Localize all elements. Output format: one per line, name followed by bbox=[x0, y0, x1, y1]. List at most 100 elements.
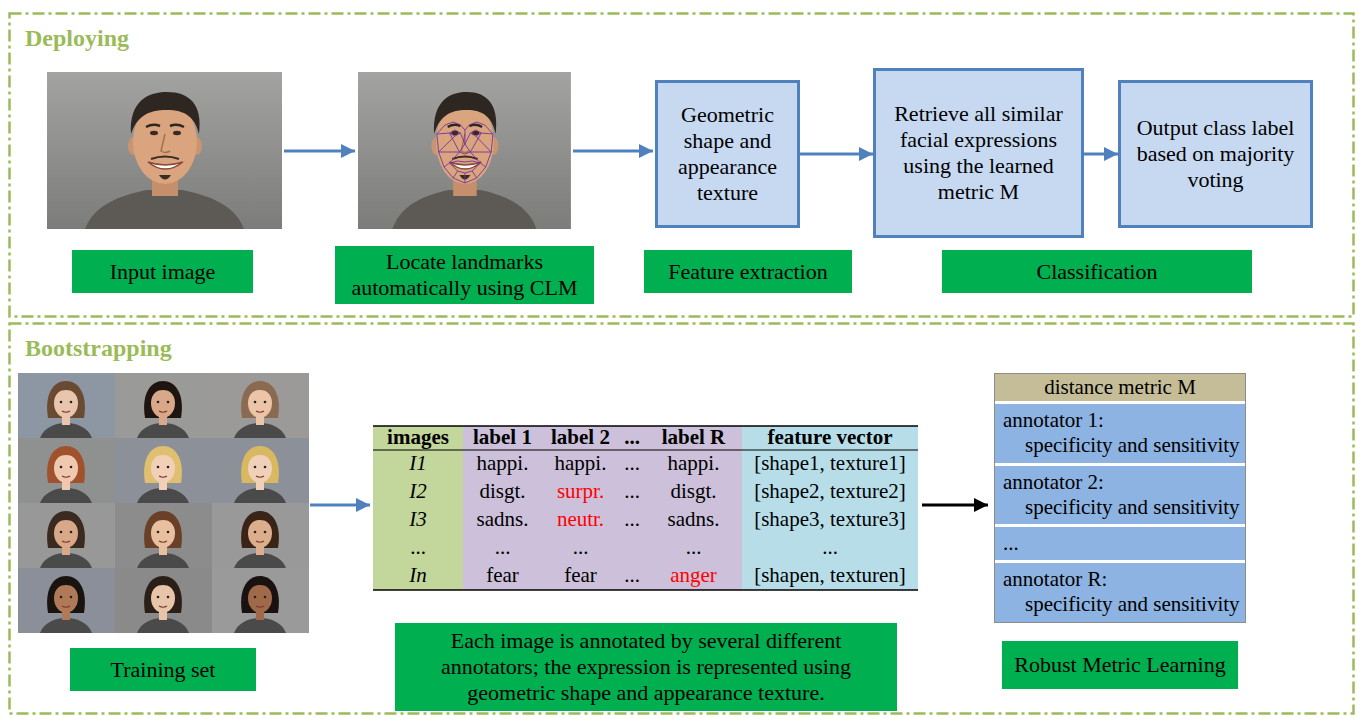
annotator-row: annotator R:specificity and sensitivity bbox=[995, 563, 1245, 621]
training-photo-grid bbox=[18, 373, 309, 633]
node-label: Robust Metric Learning bbox=[1010, 652, 1230, 678]
table-value: fear bbox=[486, 564, 519, 587]
table-value: [shape3, texture3] bbox=[754, 508, 906, 531]
node-body: specificity and sensitivity bbox=[995, 592, 1245, 617]
table-value: ... bbox=[624, 508, 640, 531]
table-cell: disgt. bbox=[645, 478, 742, 506]
table-cell: ... bbox=[742, 534, 918, 562]
face-photo bbox=[40, 381, 92, 438]
table-cell: surpr. bbox=[542, 478, 619, 506]
table-cell: ... bbox=[619, 426, 645, 450]
face-photo bbox=[358, 72, 571, 229]
node-label: Output class label based on majority vot… bbox=[1131, 115, 1300, 193]
flow-arrow bbox=[1084, 153, 1118, 156]
table-cell: ... bbox=[542, 534, 619, 562]
table-cell: label 1 bbox=[463, 426, 542, 450]
table-cell: I2 bbox=[373, 478, 463, 506]
flow-arrow bbox=[922, 504, 988, 507]
table-value: sadns. bbox=[477, 508, 529, 531]
table-cell: anger bbox=[645, 562, 742, 590]
process-box: Retrieve all similar facial expressions … bbox=[873, 68, 1084, 238]
table-value: anger bbox=[670, 564, 717, 587]
face-photo bbox=[137, 381, 189, 438]
table-value: ... bbox=[822, 536, 838, 559]
input-photo bbox=[47, 72, 282, 229]
annotator-row: ... bbox=[995, 527, 1245, 560]
table-value: neutr. bbox=[557, 508, 604, 531]
table-column bbox=[463, 426, 742, 590]
caption-box: Locate landmarks automatically using CLM bbox=[335, 246, 594, 304]
table-cell: label 2 bbox=[542, 426, 619, 450]
table-cell: label R bbox=[645, 426, 742, 450]
table-value: ... bbox=[624, 480, 640, 503]
table-rule bbox=[373, 450, 918, 451]
dash-dot-outline bbox=[10, 14, 1354, 317]
face-photo bbox=[234, 576, 286, 633]
table-value: ... bbox=[686, 536, 702, 559]
table-cell: ... bbox=[619, 478, 645, 506]
table-value: disgt. bbox=[479, 480, 525, 503]
node-label: Retrieve all similar facial expressions … bbox=[886, 101, 1071, 205]
face-photo bbox=[40, 446, 92, 503]
node-label: Each image is annotated by several diffe… bbox=[403, 628, 889, 706]
table-value: ... bbox=[410, 536, 426, 559]
table-cell: [shapen, texturen] bbox=[742, 562, 918, 590]
face-photo bbox=[234, 511, 286, 568]
table-value: [shape2, texture2] bbox=[754, 480, 906, 503]
table-value: I2 bbox=[409, 480, 427, 503]
panel-heading: Deploying bbox=[25, 25, 129, 51]
photo-background bbox=[115, 503, 212, 568]
photo-background bbox=[115, 568, 212, 633]
table-cell: images bbox=[373, 426, 463, 450]
node-label: ... bbox=[995, 531, 1245, 556]
flow-arrow bbox=[284, 150, 355, 153]
flow-arrow bbox=[573, 150, 653, 153]
table-cell: happi. bbox=[542, 450, 619, 478]
table-cell: ... bbox=[619, 506, 645, 534]
table-value: [shapen, texturen] bbox=[754, 564, 906, 587]
process-box: Output class label based on majority vot… bbox=[1118, 80, 1313, 228]
table-cell: sadns. bbox=[463, 506, 542, 534]
caption-box: Training set bbox=[70, 648, 256, 691]
photo-background bbox=[115, 373, 212, 438]
table-header: images bbox=[387, 426, 449, 449]
face-photo bbox=[40, 511, 92, 568]
table-value: ... bbox=[624, 564, 640, 587]
node-label: Training set bbox=[78, 657, 248, 683]
caption-box: Input image bbox=[72, 250, 253, 293]
annotator-row: annotator 2:specificity and sensitivity bbox=[995, 466, 1245, 524]
face-photo bbox=[137, 576, 189, 633]
table-cell: ... bbox=[463, 534, 542, 562]
dash-dot-outline bbox=[10, 324, 1354, 714]
face-photo bbox=[234, 381, 286, 438]
table-header: label R bbox=[662, 426, 726, 449]
node-label: Input image bbox=[80, 259, 245, 285]
table-value: ... bbox=[624, 452, 640, 475]
table-cell: ... bbox=[645, 534, 742, 562]
table-value: happi. bbox=[668, 452, 720, 475]
annotation-table bbox=[373, 426, 918, 590]
table-cell: ... bbox=[619, 450, 645, 478]
photo-background bbox=[115, 438, 212, 503]
photo-background bbox=[18, 373, 115, 438]
table-column bbox=[742, 426, 918, 590]
metric-panel: distance metric Mannotator 1:specificity… bbox=[994, 373, 1246, 623]
table-cell: happi. bbox=[645, 450, 742, 478]
table-value: surpr. bbox=[557, 480, 604, 503]
face-photo bbox=[137, 446, 189, 503]
stage-panel: DeployingInput image Locate landmarks aut… bbox=[8, 12, 1355, 318]
table-header: label 1 bbox=[473, 426, 532, 449]
node-label: annotator R: bbox=[995, 567, 1245, 592]
table-value: sadns. bbox=[668, 508, 720, 531]
table-cell: fear bbox=[463, 562, 542, 590]
node-body: specificity and sensitivity bbox=[995, 495, 1245, 520]
table-header: ... bbox=[624, 426, 640, 449]
annotator-row: annotator 1:specificity and sensitivity bbox=[995, 404, 1245, 462]
node-label: Geometric shape and appearance texture bbox=[668, 102, 787, 206]
table-header: feature vector bbox=[768, 426, 893, 449]
node-label: Classification bbox=[950, 259, 1244, 285]
node-label: Feature extraction bbox=[652, 259, 844, 285]
landmark-photo bbox=[358, 72, 571, 229]
node-label: annotator 1: bbox=[995, 408, 1245, 433]
table-value: happi. bbox=[555, 452, 607, 475]
